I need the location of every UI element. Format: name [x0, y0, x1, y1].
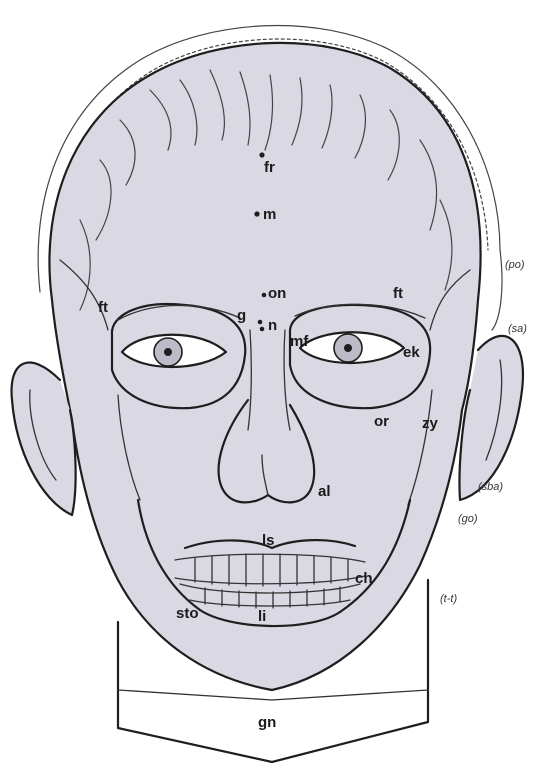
- label-ls: ls: [262, 532, 275, 549]
- side-label-sa: (sa): [508, 323, 527, 335]
- left-pupil: [164, 348, 172, 356]
- label-ch: ch: [355, 570, 373, 587]
- side-label-go: (go): [458, 513, 478, 525]
- label-fr: fr: [264, 159, 275, 176]
- label-li: li: [258, 608, 266, 625]
- label-ft-right: ft: [393, 285, 403, 302]
- label-g: g: [237, 307, 246, 324]
- side-label-tt: (t-t): [440, 593, 457, 605]
- point-m: [254, 211, 259, 216]
- label-on: on: [268, 285, 286, 302]
- label-ek: ek: [403, 344, 420, 361]
- label-zy: zy: [422, 415, 439, 432]
- label-mf: mf: [290, 333, 309, 350]
- label-ft-left: ft: [98, 299, 108, 316]
- right-pupil: [344, 344, 352, 352]
- label-gn: gn: [258, 714, 276, 731]
- point-n: [260, 327, 265, 332]
- label-sto: sto: [176, 605, 199, 622]
- point-fr: [259, 152, 264, 157]
- label-al: al: [318, 483, 331, 500]
- label-or: or: [374, 413, 389, 430]
- point-on: [262, 293, 267, 298]
- side-label-po: (po): [505, 259, 525, 271]
- point-g: [258, 320, 263, 325]
- side-label-sba: (sba): [478, 481, 503, 493]
- label-m: m: [263, 206, 276, 223]
- label-n: n: [268, 317, 277, 334]
